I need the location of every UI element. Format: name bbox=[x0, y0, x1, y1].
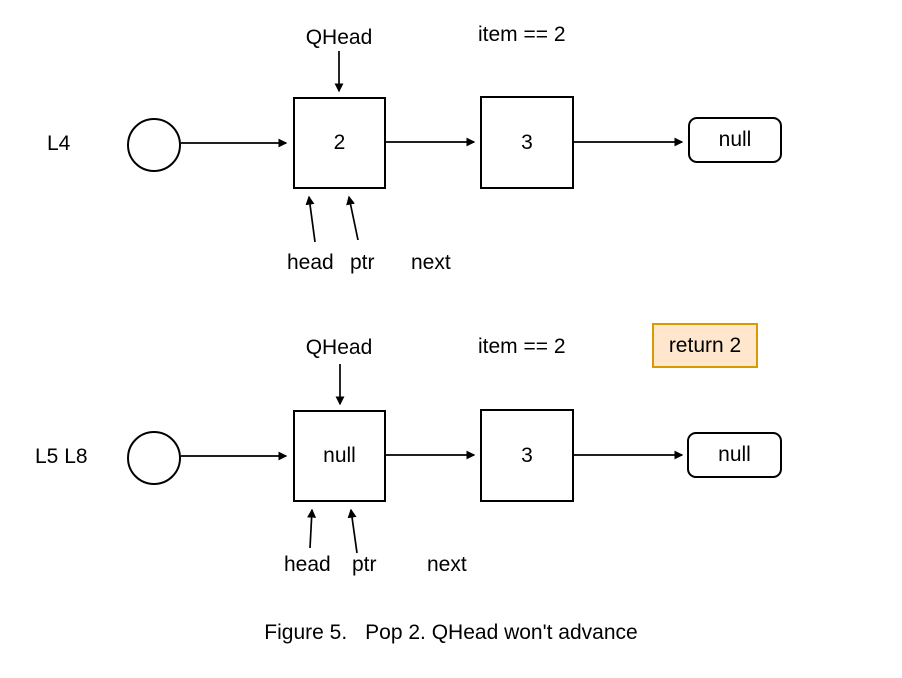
line-label: L4 bbox=[47, 132, 71, 155]
return-value-text: return 2 bbox=[668, 333, 742, 357]
node-value: 3 bbox=[521, 130, 533, 154]
node-value: null bbox=[323, 444, 356, 467]
ptr-label: ptr bbox=[352, 553, 377, 576]
null-terminator: null bbox=[688, 117, 782, 163]
head-pointer-arrow bbox=[305, 195, 316, 243]
terminator-value: null bbox=[718, 128, 752, 151]
caption-text: Pop 2. QHead won't advance bbox=[365, 621, 638, 644]
terminator-value: null bbox=[718, 443, 751, 466]
next-label: next bbox=[411, 251, 451, 274]
null-terminator: null bbox=[687, 432, 782, 478]
ptr-pointer-arrow bbox=[346, 195, 359, 241]
list-start-circle bbox=[127, 431, 181, 485]
ptr-pointer-arrow bbox=[347, 508, 358, 554]
head-pointer-arrow bbox=[307, 508, 317, 549]
node-box-second: 3 bbox=[480, 409, 574, 502]
next-label: next bbox=[427, 553, 467, 576]
return-value-badge: return 2 bbox=[652, 323, 758, 368]
node-box-first: null bbox=[293, 410, 386, 502]
ptr-label: ptr bbox=[350, 251, 375, 274]
node-value: 3 bbox=[521, 443, 533, 467]
node-value: 2 bbox=[333, 131, 346, 154]
condition-label: item == 2 bbox=[478, 335, 566, 358]
caption-number: Figure 5. bbox=[264, 621, 348, 644]
head-label: head bbox=[287, 251, 334, 274]
line-label: L5 L8 bbox=[35, 445, 88, 468]
figure-caption: Figure 5. Pop 2. QHead won't advance bbox=[0, 620, 902, 645]
condition-label: item == 2 bbox=[478, 23, 566, 46]
qhead-label: QHead bbox=[305, 336, 373, 359]
node-box-first: 2 bbox=[293, 97, 386, 189]
qhead-label: QHead bbox=[305, 26, 373, 49]
node-box-second: 3 bbox=[480, 96, 574, 189]
list-start-circle bbox=[127, 118, 181, 172]
head-label: head bbox=[284, 553, 331, 576]
